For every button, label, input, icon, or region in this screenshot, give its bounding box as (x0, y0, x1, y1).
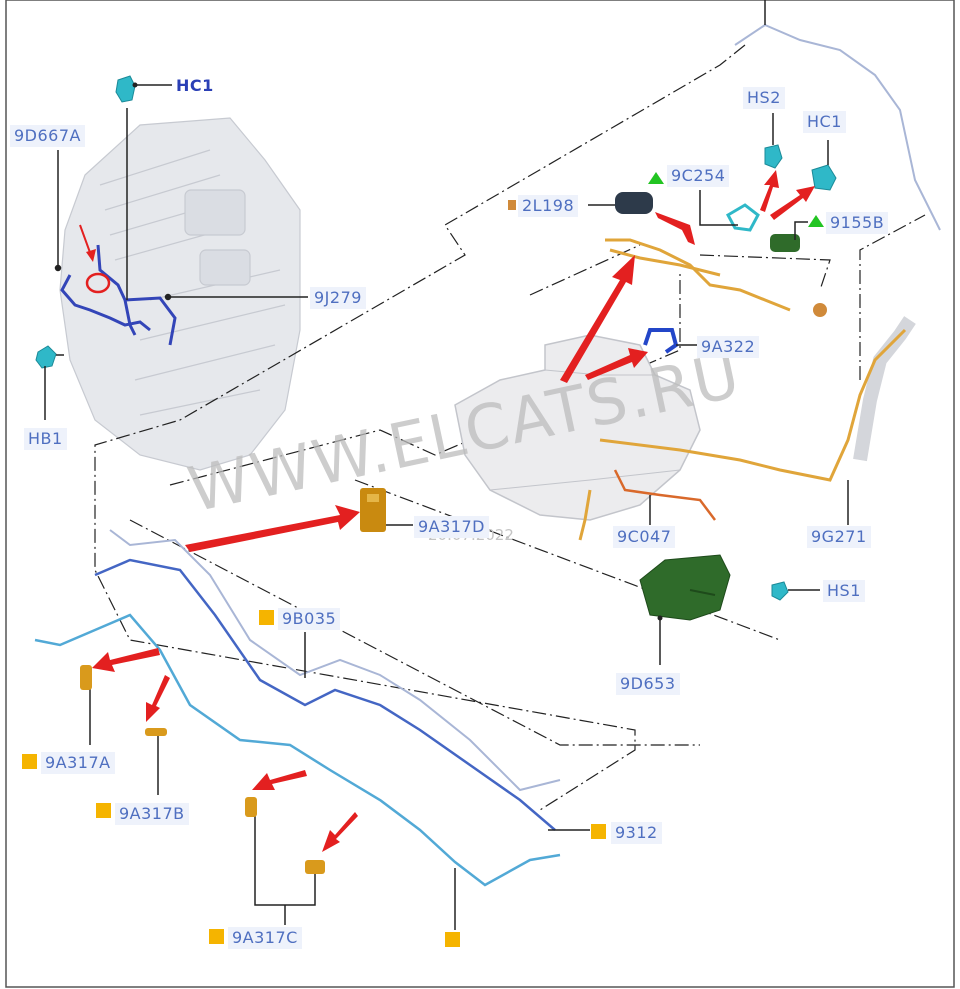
red-arrow-hs2 (760, 170, 779, 212)
fuel-tank (454, 334, 701, 521)
red-arrow-2l198 (655, 212, 695, 245)
label-9a317a[interactable]: 9A317A (41, 752, 115, 774)
connector-hs2 (764, 113, 783, 169)
label-9a317c[interactable]: 9A317C (228, 927, 302, 949)
label-hc1-right[interactable]: HC1 (803, 111, 846, 133)
label-hs1[interactable]: HS1 (823, 580, 865, 602)
label-9c047[interactable]: 9C047 (613, 526, 676, 548)
square-marker-9b035 (259, 610, 274, 625)
part-2l198 (615, 192, 653, 214)
label-9a317b[interactable]: 9A317B (115, 803, 189, 825)
label-hc1-top[interactable]: HC1 (176, 76, 214, 95)
harness-clip (813, 303, 827, 317)
connector-hs1 (771, 581, 820, 601)
label-9312[interactable]: 9312 (611, 822, 662, 844)
engine-leader-lines (54, 108, 308, 301)
vent-line-9c047 (613, 469, 716, 521)
label-hs2[interactable]: HS2 (743, 87, 785, 109)
triangle-marker-9155b (808, 215, 824, 227)
square-marker-9a317c (209, 929, 224, 944)
red-arrow-tank-up (560, 255, 635, 383)
square-marker-9312 (591, 824, 606, 839)
filler-neck-9g271 (578, 316, 916, 541)
square-marker-9a317b (96, 803, 111, 818)
square-markers (22, 610, 606, 947)
label-9b035[interactable]: 9B035 (278, 608, 341, 630)
leader-lines (89, 0, 849, 930)
label-hb1[interactable]: HB1 (24, 428, 67, 450)
red-arrow-9a322 (585, 348, 648, 380)
label-9d667a[interactable]: 9D667A (10, 125, 85, 147)
label-9c254[interactable]: 9C254 (667, 165, 730, 187)
part-9c254 (699, 190, 760, 232)
label-9g271[interactable]: 9G271 (807, 526, 871, 548)
red-arrow-9a317c-1 (252, 770, 307, 790)
red-arrow-9a317b (146, 675, 170, 722)
label-2l198[interactable]: 2L198 (518, 195, 579, 217)
label-9a322[interactable]: 9A322 (697, 336, 760, 358)
connector-hb1 (35, 345, 64, 420)
highlight-arrowhead (86, 249, 96, 262)
chassis-lines (34, 23, 941, 887)
red-arrow-hc1 (770, 186, 815, 220)
red-arrow-9a317c-2 (322, 812, 358, 852)
square-marker-9a317a (22, 754, 37, 769)
triangle-marker-9c254 (648, 172, 664, 184)
engine-illustration (59, 117, 301, 471)
diagram-frame (5, 0, 955, 988)
part-9d653-canister (639, 554, 731, 665)
label-9155b[interactable]: 9155B (826, 212, 889, 234)
engine-harness-9j279 (60, 244, 177, 346)
part-9155b (770, 221, 808, 252)
square-marker-2l198 (508, 200, 516, 210)
red-arrow-9a317a (92, 648, 160, 672)
connector-hc1-right (811, 140, 837, 191)
vapor-line-harness (605, 238, 791, 312)
connector-hc1-top (115, 75, 172, 103)
part-9a317d (360, 488, 413, 532)
square-marker-unlabeled (445, 932, 460, 947)
red-arrow-9a317d (185, 505, 360, 552)
quick-connectors (80, 665, 325, 874)
label-9j279[interactable]: 9J279 (310, 287, 366, 309)
red-arrows (92, 170, 815, 852)
label-9a317d[interactable]: 9A317D (414, 516, 489, 538)
label-9d653[interactable]: 9D653 (616, 673, 680, 695)
part-9a322 (643, 328, 679, 354)
highlight-circle (85, 272, 111, 294)
